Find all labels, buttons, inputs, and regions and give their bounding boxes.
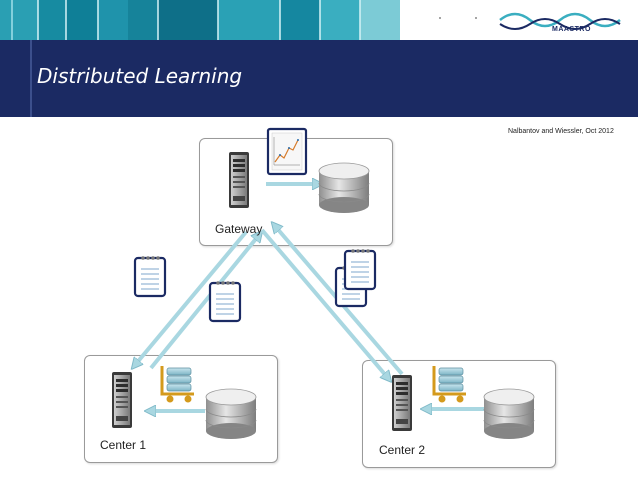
notepad-icon <box>208 280 242 323</box>
notepad-stack-front-icon <box>343 248 377 291</box>
center1-cart-icon <box>160 364 196 404</box>
center2-cart-icon <box>432 364 468 404</box>
citation: Nalbantov and Wiessler, Oct 2012 <box>508 128 614 135</box>
gateway-label: Gateway <box>215 222 263 236</box>
gateway-server-icon <box>229 152 249 208</box>
center1-label: Center 1 <box>100 438 147 452</box>
title-rule <box>30 40 32 117</box>
chart-document-icon <box>266 127 308 176</box>
page-title: Distributed Learning <box>37 64 243 88</box>
gateway-database-icon <box>318 162 370 214</box>
header-stripes <box>0 0 400 40</box>
title-bar <box>0 40 638 117</box>
center1-database-icon <box>205 388 257 440</box>
notepad-icon <box>133 255 167 298</box>
flow-arrows <box>135 184 484 411</box>
logo-text: MAASTRO <box>552 26 591 33</box>
center2-label: Center 2 <box>379 443 426 457</box>
center2-database-icon <box>483 388 535 440</box>
center1-server-icon <box>112 372 132 428</box>
center2-server-icon <box>392 375 412 431</box>
maastro-logo-icon <box>439 12 621 30</box>
